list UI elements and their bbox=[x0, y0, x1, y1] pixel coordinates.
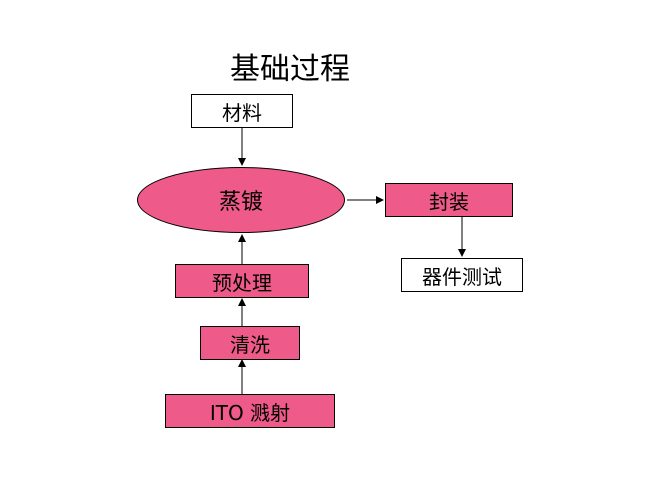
node-evaporation: 蒸镀 bbox=[137, 167, 345, 233]
node-cleaning: 清洗 bbox=[200, 326, 300, 360]
node-pretreatment: 预处理 bbox=[175, 264, 309, 298]
node-ito-sputtering: ITO 溅射 bbox=[165, 394, 335, 428]
node-materials: 材料 bbox=[191, 94, 293, 128]
node-packaging: 封装 bbox=[385, 183, 513, 217]
node-device-test: 器件测试 bbox=[401, 258, 523, 292]
page-title: 基础过程 bbox=[230, 52, 350, 87]
